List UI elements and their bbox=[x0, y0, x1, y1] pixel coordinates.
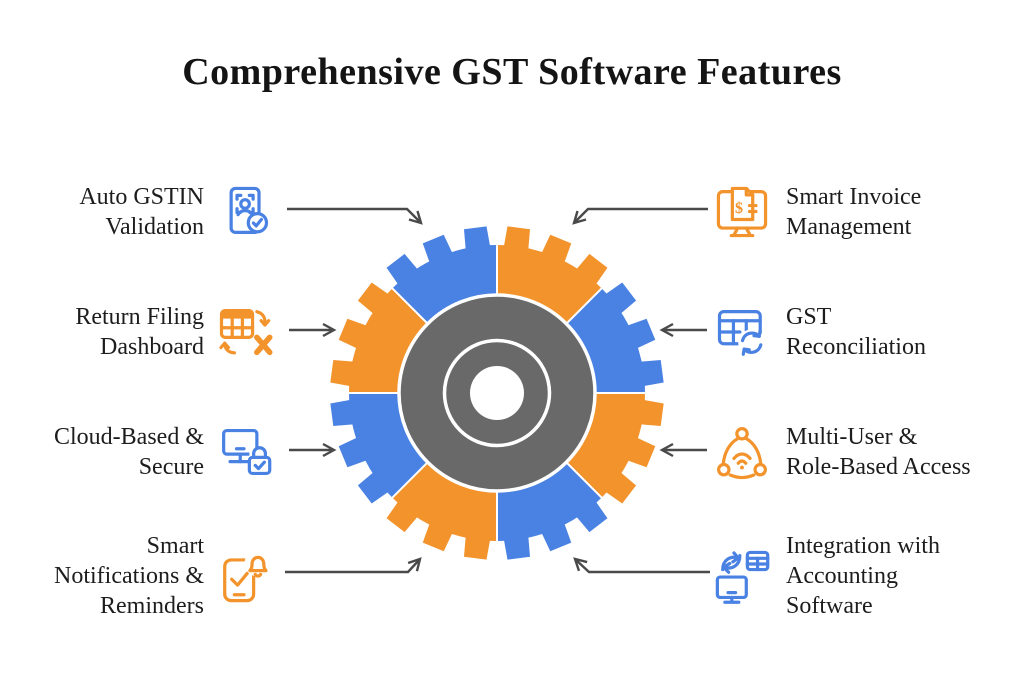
arrow-smart-invoice bbox=[572, 207, 708, 225]
feature-gst-reconciliation: GST Reconciliation bbox=[712, 290, 1024, 374]
network-users-icon bbox=[712, 422, 772, 482]
feature-smart-invoice-management: $ Smart Invoice Management bbox=[712, 170, 1024, 254]
gear-diagram bbox=[330, 226, 664, 560]
phone-bell-icon bbox=[214, 546, 274, 606]
spreadsheet-export-icon bbox=[214, 302, 274, 362]
feature-integration-accounting-software: Integration with Accounting Software bbox=[712, 524, 1024, 628]
feature-smart-notifications-reminders: Smart Notifications & Reminders bbox=[0, 524, 274, 628]
feature-cloud-based-secure: Cloud-Based & Secure bbox=[0, 410, 274, 494]
page-title: Comprehensive GST Software Features bbox=[182, 51, 842, 93]
feature-label: Smart Invoice Management bbox=[786, 184, 922, 240]
feature-label: Smart Notifications & Reminders bbox=[54, 533, 204, 619]
gstin-validation-card-check-icon bbox=[214, 182, 274, 242]
feature-label: Return Filing Dashboard bbox=[75, 304, 204, 360]
feature-auto-gstin-validation: Auto GSTIN Validation bbox=[0, 170, 274, 254]
arrow-auto-gstin bbox=[287, 207, 423, 225]
feature-return-filing-dashboard: Return Filing Dashboard bbox=[0, 290, 274, 374]
feature-multi-user-role-based-access: Multi-User & Role-Based Access bbox=[712, 410, 1024, 494]
computer-lock-icon bbox=[214, 422, 274, 482]
invoice-monitor-icon: $ bbox=[712, 182, 772, 242]
feature-label: Integration with Accounting Software bbox=[786, 533, 940, 619]
svg-text:$: $ bbox=[735, 200, 743, 217]
table-sync-icon bbox=[712, 302, 772, 362]
feature-label: GST Reconciliation bbox=[786, 304, 926, 360]
monitor-table-exchange-icon bbox=[712, 546, 772, 606]
feature-label: Auto GSTIN Validation bbox=[79, 184, 204, 240]
feature-label: Multi-User & Role-Based Access bbox=[786, 424, 971, 480]
feature-label: Cloud-Based & Secure bbox=[54, 424, 204, 480]
